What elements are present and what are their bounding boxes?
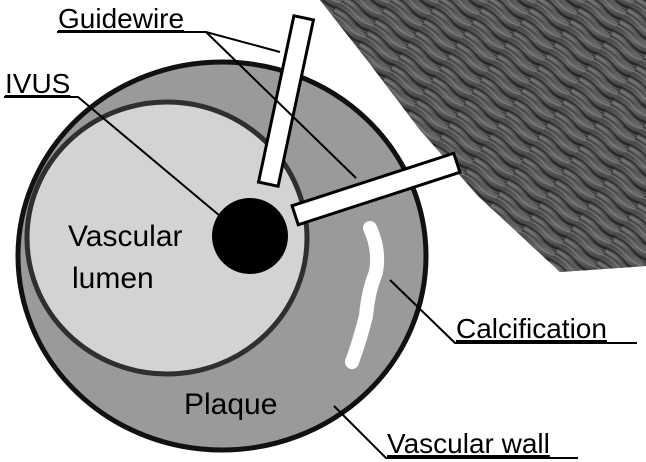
guidewire-leader — [57, 32, 280, 52]
label-plaque: Plaque — [184, 388, 277, 421]
label-ivus: IVUS — [5, 68, 70, 99]
label-vascular-lumen-line2: lumen — [72, 262, 154, 295]
label-guidewire: Guidewire — [58, 3, 184, 34]
label-vascular-wall: Vascular wall — [387, 428, 550, 459]
label-vascular-lumen-line1: Vascular — [68, 220, 183, 253]
label-calcification: Calcification — [456, 313, 607, 344]
ivus-catheter — [212, 198, 288, 274]
